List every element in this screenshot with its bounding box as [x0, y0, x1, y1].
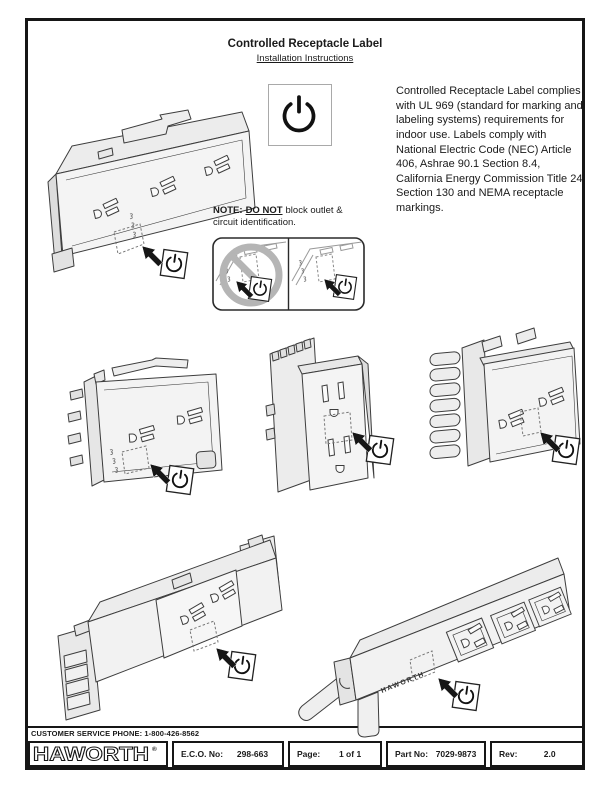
power-icon	[282, 95, 316, 133]
prohibition-icon	[219, 243, 283, 307]
rev-label: Rev:	[499, 749, 518, 759]
wrong-placement-panel	[216, 242, 286, 307]
power-label-tag	[160, 249, 187, 278]
page-value: 1 of 1	[338, 749, 362, 759]
label-placement-zone	[121, 445, 150, 475]
part-value: 7029-9873	[435, 749, 477, 759]
part-number-box: Part No: 7029-9873	[386, 741, 486, 767]
illustration-duplex-vertical	[265, 337, 404, 493]
compliance-paragraph: Controlled Receptacle Label complies wit…	[396, 85, 583, 214]
registered-trademark: ®	[152, 745, 157, 753]
note-comparison-box	[212, 237, 365, 311]
placement-arrow	[141, 245, 163, 267]
haworth-logo: HAWORTH ®	[33, 744, 158, 766]
illustration-power-module-main	[47, 109, 256, 281]
part-label: Part No:	[395, 749, 429, 759]
revision-box: Rev: 2.0	[490, 741, 584, 767]
eco-number-box: E.C.O. No: 298-663	[172, 741, 284, 767]
label-placement-zone	[323, 411, 353, 445]
label-placement-zone	[409, 650, 436, 682]
page-subtitle: Installation Instructions	[256, 53, 354, 64]
illustration-beam-module	[57, 534, 283, 721]
illustration-power-strip: HAWORTH	[298, 557, 586, 738]
customer-service-phone: CUSTOMER SERVICE PHONE: 1-800-426-8562	[31, 729, 200, 738]
rev-value: 2.0	[543, 749, 556, 759]
page-title: Controlled Receptacle Label	[227, 38, 383, 50]
svg-text:HAWORTH: HAWORTH	[33, 745, 149, 766]
illustration-module-front	[67, 357, 223, 497]
haworth-logo-box: HAWORTH ®	[28, 741, 168, 767]
page-number-box: Page: 1 of 1	[288, 741, 382, 767]
illustration-duplex-ribbed	[429, 327, 581, 467]
label-placement-zone	[519, 407, 542, 437]
power-label-tag	[248, 277, 271, 302]
page-label: Page:	[297, 749, 321, 759]
eco-value: 298-663	[236, 749, 269, 759]
power-symbol-box	[268, 84, 332, 146]
label-placement-zone	[189, 620, 219, 652]
eco-label: E.C.O. No:	[181, 749, 224, 759]
label-placement-zone	[113, 223, 145, 255]
footer-separator	[28, 726, 582, 728]
